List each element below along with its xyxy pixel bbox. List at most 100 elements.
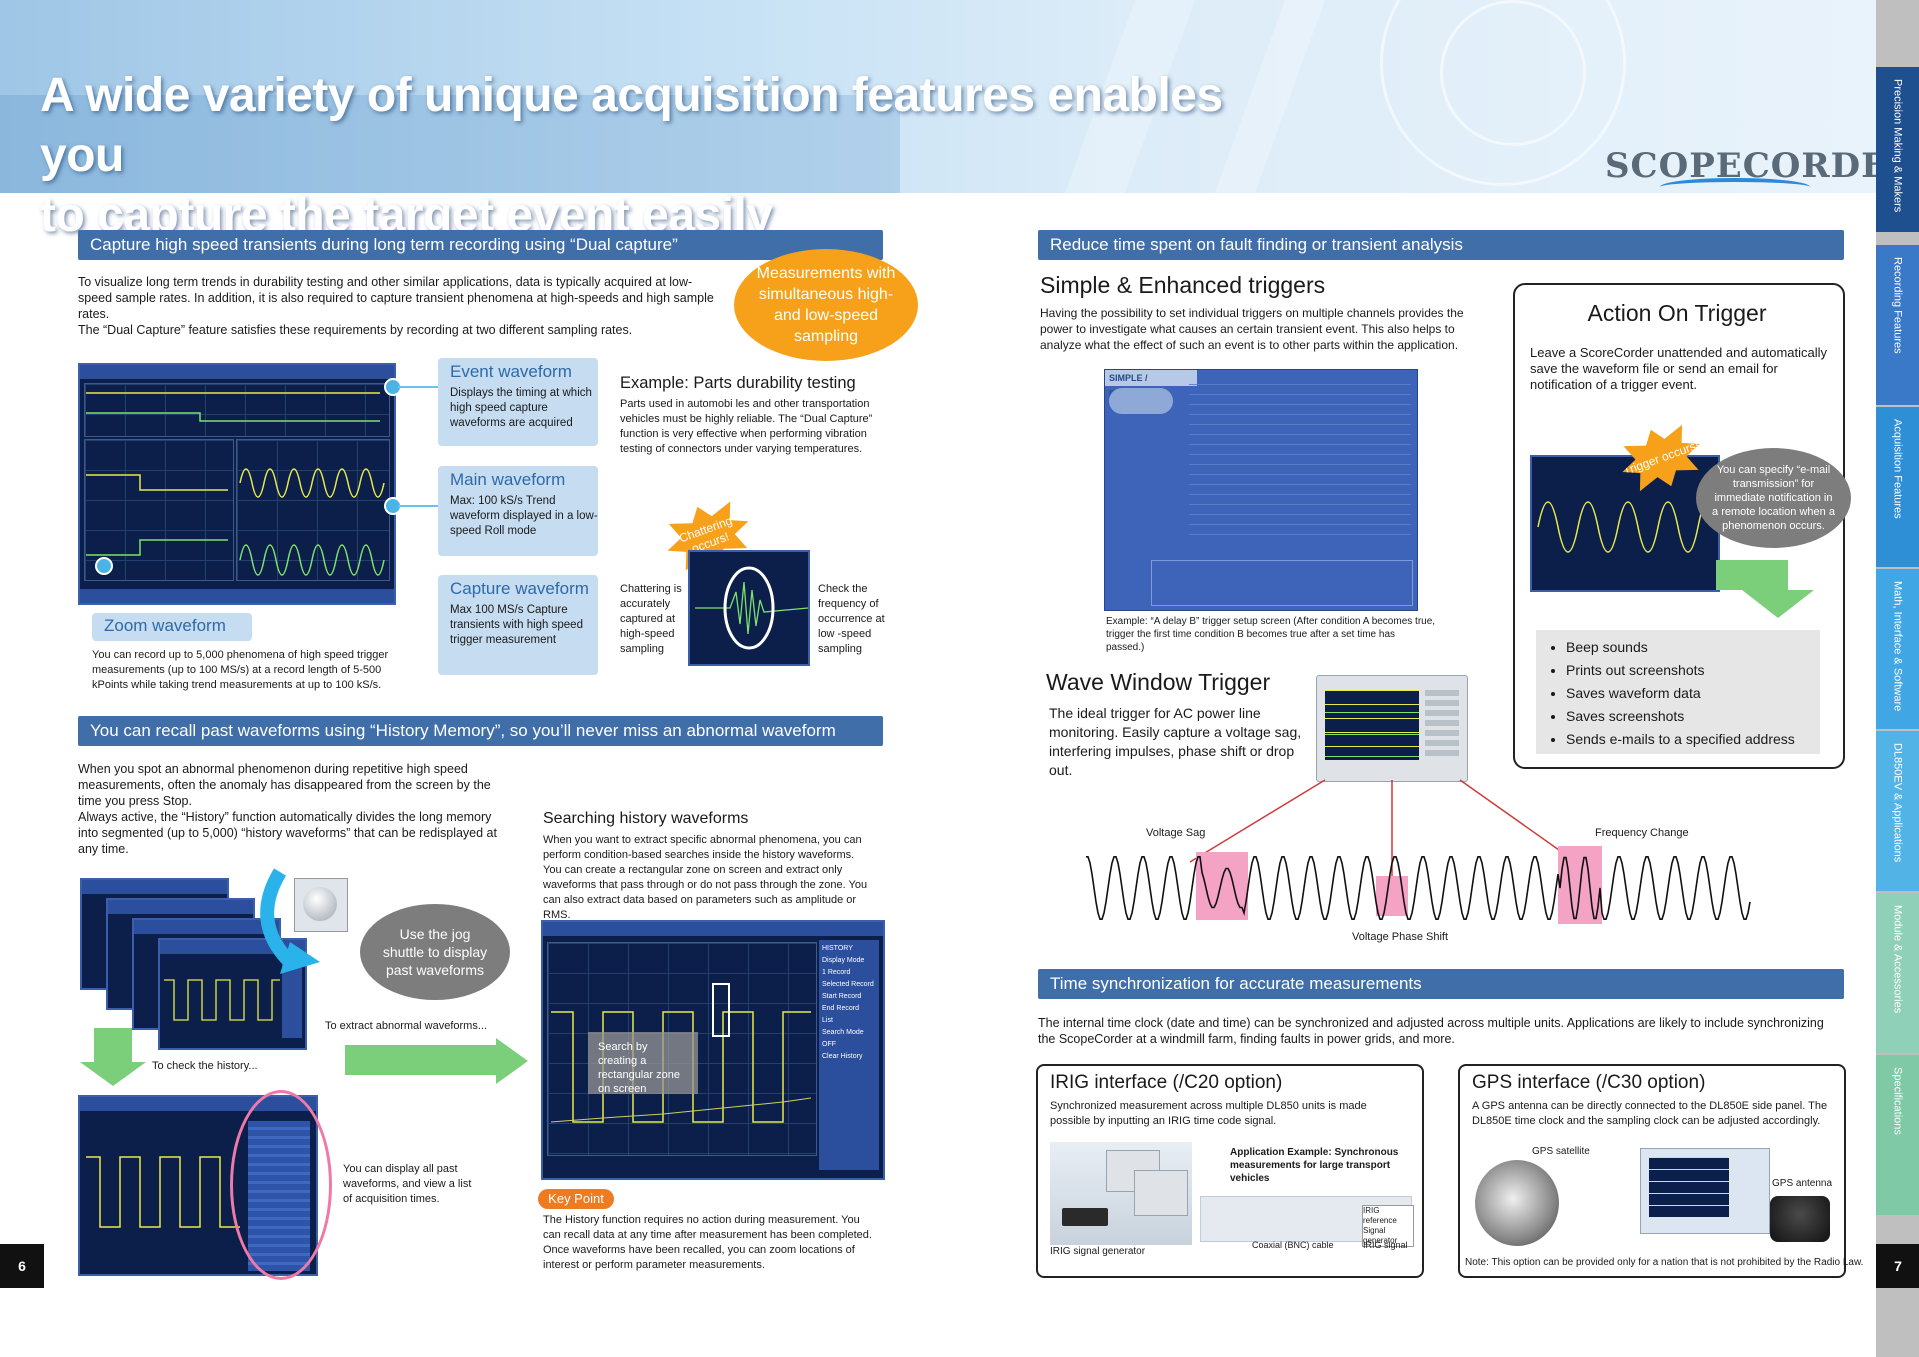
nav-label: Precision Making & Makers — [1891, 79, 1904, 213]
triggers-section-title: Reduce time spent on fault finding or tr… — [1038, 230, 1844, 260]
logo-swoosh — [1660, 178, 1810, 196]
headline-line1: A wide variety of unique acquisition fea… — [40, 69, 1223, 182]
trigger-screen-caption: Example: “A delay B” trigger setup scree… — [1106, 616, 1436, 653]
check-history-label: To check the history... — [152, 1060, 258, 1072]
irig-desc: Synchronized measurement across multiple… — [1050, 1100, 1367, 1127]
menu-start-record[interactable]: Start Record — [822, 993, 862, 1000]
capture-waveform-box: Capture waveform Max 100 MS/s Capture tr… — [438, 575, 598, 675]
menu-search-mode[interactable]: Search Mode — [822, 1029, 864, 1036]
action-arrow-shaft-2 — [1752, 560, 1788, 590]
nav-label: Acquisition Features — [1891, 419, 1904, 519]
voltage-sag-label: Voltage Sag — [1146, 827, 1206, 839]
action-item: Saves screenshots — [1566, 705, 1820, 728]
simple-enhanced-tab[interactable]: SIMPLE / ENHANCED — [1105, 370, 1197, 399]
history-list-waveform — [86, 1156, 240, 1228]
chattering-screen — [688, 550, 810, 666]
menu-selected-record[interactable]: Selected Record — [822, 981, 874, 988]
menu-1-record[interactable]: 1 Record — [822, 969, 851, 976]
rectangular-zone-label: Search by creating a rectangular zone on… — [588, 1032, 698, 1095]
gps-desc: A GPS antenna can be directly connected … — [1472, 1100, 1828, 1127]
right-arrow-head — [496, 1038, 528, 1084]
header-banner — [0, 0, 1876, 193]
gps-title: GPS interface (/C30 option) — [1472, 1072, 1706, 1093]
key-point-badge: Key Point — [538, 1189, 614, 1209]
menu-history[interactable]: HISTORY — [822, 945, 853, 952]
history-list-highlight — [230, 1090, 332, 1280]
zoom-waveform-desc: You can record up to 5,000 phenomena of … — [92, 649, 389, 691]
irig-title: IRIG interface (/C20 option) — [1050, 1072, 1283, 1093]
nav-label: Specifications — [1891, 1067, 1904, 1135]
nav-tab-math[interactable]: Math, Interface & Software — [1876, 569, 1919, 729]
action-item: Prints out screenshots — [1566, 659, 1820, 682]
history-menu-panel: HISTORY Display Mode 1 Record Selected R… — [819, 940, 879, 1170]
page-number-right: 7 — [1876, 1244, 1919, 1288]
page-number-left: 6 — [0, 1244, 44, 1288]
main-waveform-box: Main waveform Max: 100 kS/s Trend wavefo… — [438, 466, 598, 556]
dl850-instrument-image — [1316, 675, 1468, 782]
intro-text-2: The “Dual Capture” feature satisfies the… — [78, 323, 633, 337]
menu-end-record[interactable]: End Record — [822, 1005, 859, 1012]
dual-capture-section-title: Capture high speed transients during lon… — [78, 230, 883, 260]
trigger-table — [1189, 384, 1411, 536]
dual-capture-waveforms — [86, 392, 385, 576]
action-list-box: Beep sounds Prints out screenshots Saves… — [1536, 630, 1820, 754]
nav-tab-specifications[interactable]: Specifications — [1876, 1055, 1919, 1215]
history-screen-waveform — [164, 958, 302, 1038]
example-title: Example: Parts durability testing — [620, 374, 856, 392]
nav-tab-acquisition[interactable]: Acquisition Features — [1876, 407, 1919, 567]
menu-off[interactable]: OFF — [822, 1041, 836, 1048]
nav-label: DL850EV & Applications — [1891, 743, 1904, 863]
chattering-right-text: Check the frequency of occurrence at low… — [818, 583, 885, 655]
search-history-desc: When you want to extract specific abnorm… — [543, 834, 868, 921]
action-on-trigger-desc: Leave a ScoreCorder unattended and autom… — [1530, 345, 1828, 392]
irig-signal-label: IRIG signal — [1363, 1240, 1408, 1250]
simple-enhanced-desc: Having the possibility to set individual… — [1040, 306, 1464, 352]
chattering-left-text: Chattering is accurately captured at hig… — [620, 583, 682, 655]
measurements-bubble: Measurements with simultaneous high- and… — [734, 249, 918, 361]
key-point-desc: The History function requires no action … — [543, 1214, 872, 1271]
nav-tab-dl850ev[interactable]: DL850EV & Applications — [1876, 731, 1919, 891]
gps-satellite-image — [1475, 1160, 1559, 1246]
irig-setup-photo — [1050, 1142, 1192, 1245]
callout-line — [398, 386, 438, 388]
nav-tab-recording[interactable]: Recording Features — [1876, 245, 1919, 405]
gps-satellite-label: GPS satellite — [1532, 1146, 1590, 1157]
menu-clear-history[interactable]: Clear History — [822, 1053, 863, 1060]
down-arrow-head — [80, 1062, 146, 1086]
history-section-title: You can recall past waveforms using “His… — [78, 716, 883, 746]
event-waveform-box: Event waveform Displays the timing at wh… — [438, 358, 598, 446]
action-list: Beep sounds Prints out screenshots Saves… — [1536, 636, 1820, 751]
side-navigation: Precision Making & Makers Recording Feat… — [1876, 0, 1919, 1357]
right-arrow-shaft — [345, 1045, 497, 1075]
wave-window-diagram — [1086, 779, 1751, 924]
history-screen-stack-4 — [158, 938, 307, 1050]
irig-application-label: Application Example: Synchronous measure… — [1230, 1147, 1399, 1184]
main-waveform-desc: Max: 100 kS/s Trend waveform displayed i… — [450, 495, 598, 537]
jog-arrow — [260, 868, 320, 974]
irig-reference-label: IRIG reference Signal generator — [1362, 1205, 1414, 1247]
nav-label: Recording Features — [1891, 257, 1904, 354]
coaxial-cable-label: Coaxial (BNC) cable — [1252, 1240, 1334, 1250]
nav-tab-module[interactable]: Module & Accessories — [1876, 893, 1919, 1053]
nav-label: Module & Accessories — [1891, 905, 1904, 1014]
action-trigger-waveform — [1537, 501, 1713, 553]
nav-tab-precision[interactable]: Precision Making & Makers — [1876, 67, 1919, 232]
trigger-toggle[interactable] — [1109, 388, 1173, 414]
action-item: Beep sounds — [1566, 636, 1820, 659]
event-waveform-desc: Displays the timing at which high speed … — [450, 387, 592, 429]
jog-shuttle-bubble: Use the jog shuttle to display past wave… — [360, 904, 510, 1000]
menu-display-mode[interactable]: Display Mode — [822, 957, 865, 964]
history-intro: When you spot an abnormal phenomenon dur… — [78, 761, 508, 857]
zoom-callout-dot — [95, 557, 113, 575]
page-headline: A wide variety of unique acquisition fea… — [40, 66, 1300, 246]
dual-capture-screen — [78, 363, 396, 605]
wave-window-desc: The ideal trigger for AC power line moni… — [1049, 705, 1302, 778]
simple-enhanced-title: Simple & Enhanced triggers — [1040, 272, 1326, 298]
gps-note: Note: This option can be provided only f… — [1465, 1257, 1864, 1268]
voltage-phase-shift-label: Voltage Phase Shift — [1352, 931, 1449, 943]
menu-list[interactable]: List — [822, 1017, 833, 1024]
example-desc: Parts used in automobi les and other tra… — [620, 398, 873, 455]
history-p1: When you spot an abnormal phenomenon dur… — [78, 762, 491, 808]
intro-text: To visualize long term trends in durabil… — [78, 275, 714, 321]
extract-label: To extract abnormal waveforms... — [325, 1020, 488, 1032]
